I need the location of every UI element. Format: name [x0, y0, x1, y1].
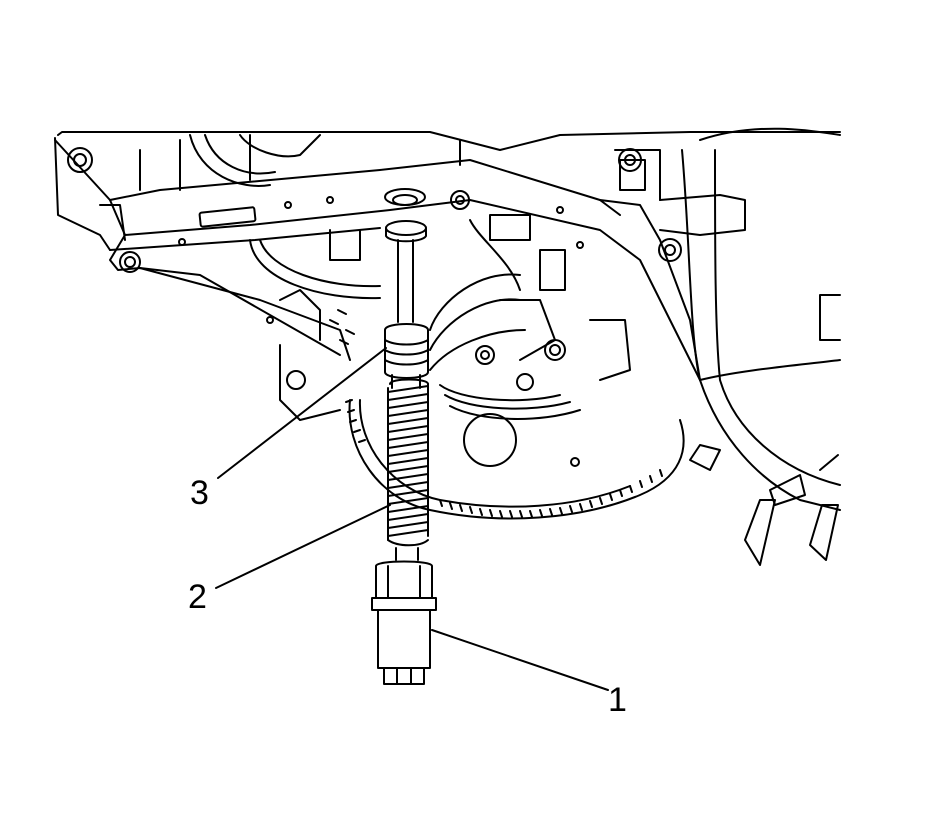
- flywheel: [345, 273, 685, 520]
- transmission-housing: [614, 127, 841, 566]
- upper-internals: [189, 134, 631, 391]
- pressure-regulator-assembly: [371, 188, 437, 685]
- pressure-regulator-spring: [387, 378, 429, 561]
- callout-label-3: 3: [190, 474, 209, 512]
- pressure-regulator-valve: [384, 323, 429, 389]
- callout-label-1: 1: [608, 681, 627, 719]
- leader-line-2: [215, 504, 391, 589]
- leader-lines: [215, 347, 609, 691]
- leader-line-1: [431, 629, 609, 691]
- valve-cap: [385, 220, 427, 323]
- regulator-plug: [371, 560, 437, 685]
- engine-block-outline: [54, 131, 841, 467]
- callout-label-2: 2: [188, 578, 207, 616]
- leader-line-3: [217, 347, 387, 479]
